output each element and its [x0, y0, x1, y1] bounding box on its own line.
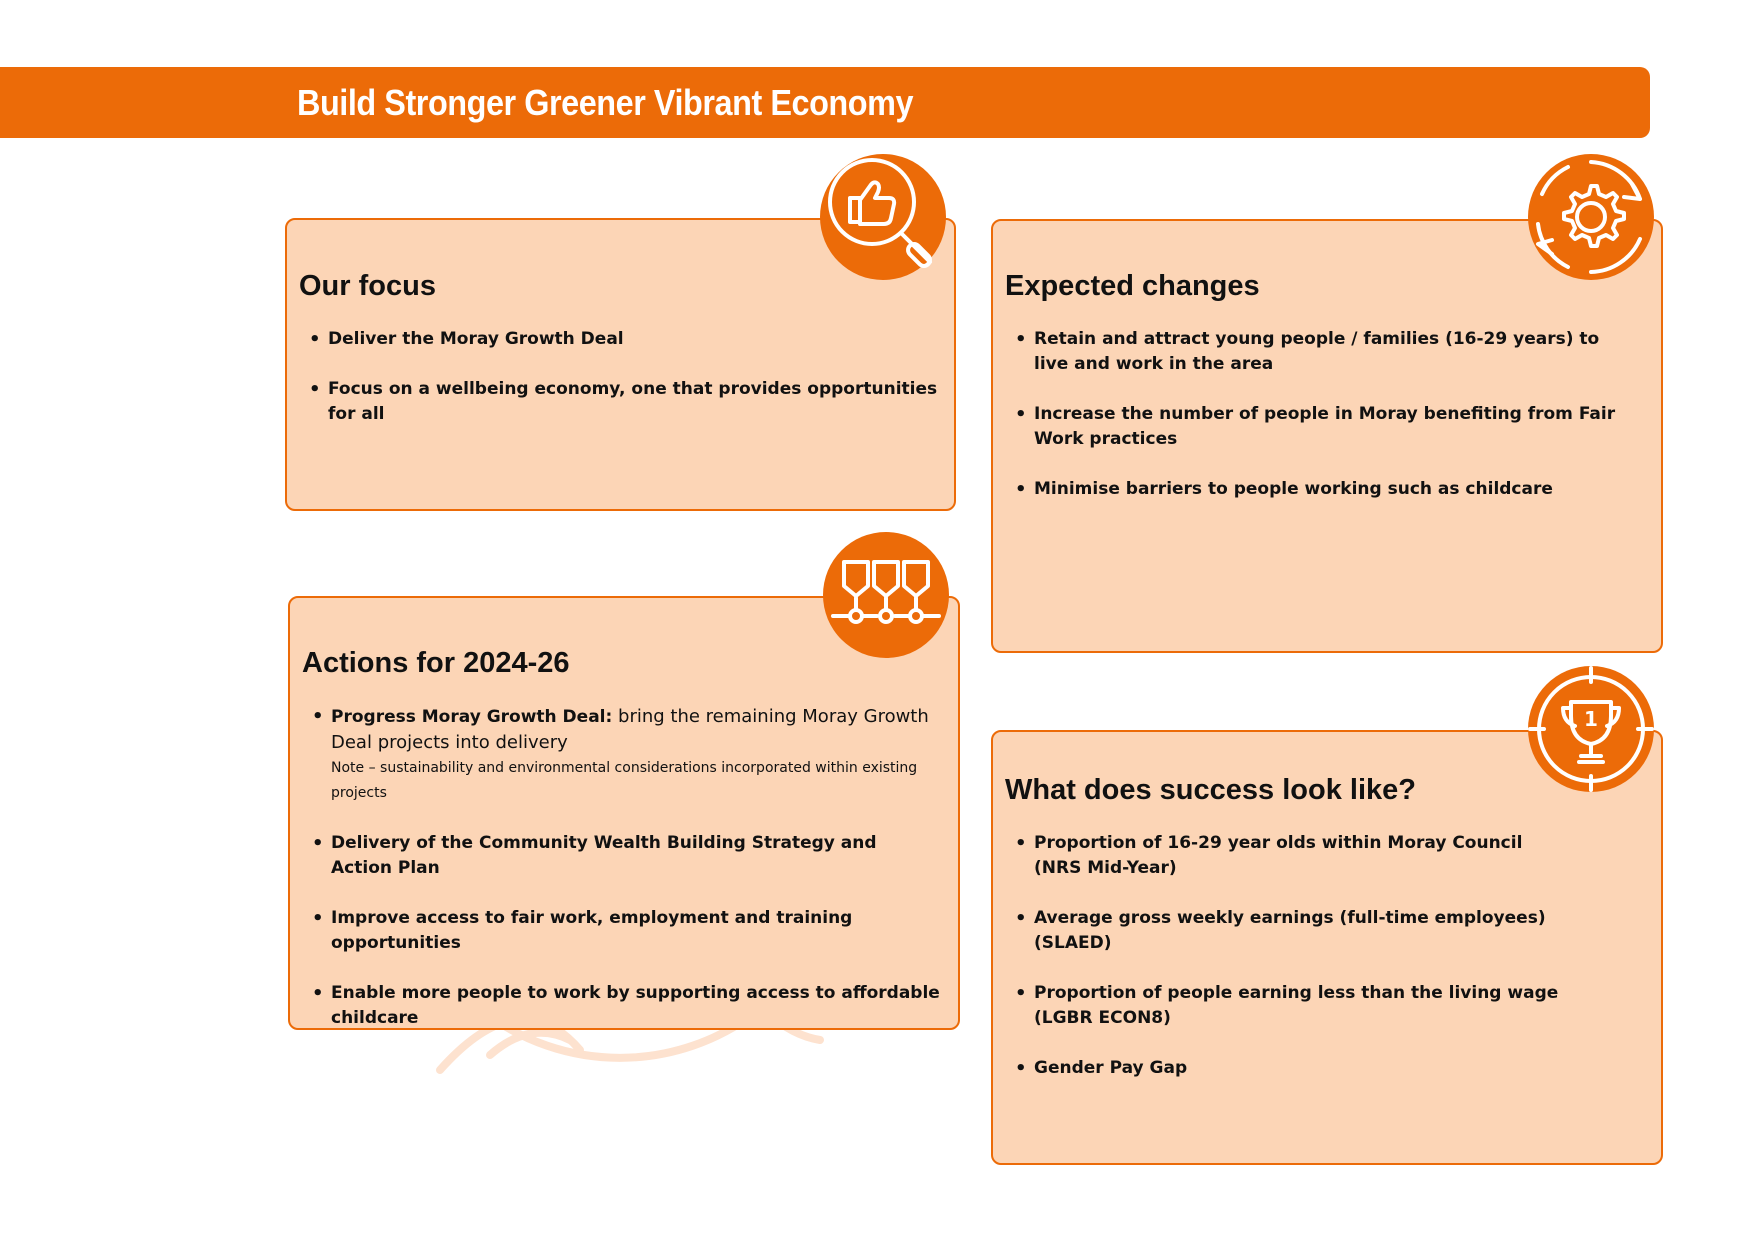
- indicator-name: Gender Pay Gap: [1034, 1058, 1188, 1078]
- gear-cycle-icon: [1528, 154, 1654, 280]
- list-item: Progress Moray Growth Deal: bring the re…: [302, 704, 942, 806]
- list-item: Enable more people to work by supporting…: [302, 981, 942, 1031]
- expected-changes-card: Expected changes Retain and attract youn…: [991, 219, 1663, 653]
- actions-card: Actions for 2024-26 Progress Moray Growt…: [288, 596, 960, 1030]
- list-item: Proportion of people earning less than t…: [1005, 981, 1635, 1031]
- list-item: Proportion of 16-29 year olds within Mor…: [1005, 831, 1635, 881]
- indicator-source: (LGBR ECON8): [1034, 1008, 1171, 1028]
- list-item: Average gross weekly earnings (full-time…: [1005, 906, 1635, 956]
- list-item: Deliver the Moray Growth Deal: [299, 327, 939, 352]
- trophy-number: 1: [1584, 707, 1598, 731]
- action-lead: Progress Moray Growth Deal:: [331, 707, 613, 727]
- our-focus-card: Our focus Deliver the Moray Growth Deal …: [285, 218, 956, 511]
- action-detail: bring the remaining Moray Growth Deal pr…: [331, 706, 929, 753]
- expected-changes-list: Retain and attract young people / famili…: [1005, 327, 1635, 527]
- expected-changes-heading: Expected changes: [1005, 270, 1260, 302]
- our-focus-heading: Our focus: [299, 270, 436, 302]
- actions-heading: Actions for 2024-26: [302, 647, 570, 679]
- page-banner: Build Stronger Greener Vibrant Economy: [0, 67, 1650, 138]
- list-item: Retain and attract young people / famili…: [1005, 327, 1635, 377]
- indicator-source: (NRS Mid-Year): [1034, 858, 1177, 878]
- page-title: Build Stronger Greener Vibrant Economy: [297, 82, 914, 123]
- list-item: Delivery of the Community Wealth Buildin…: [302, 831, 942, 881]
- thumbs-up-magnifier-icon: [820, 154, 946, 280]
- action-note: Note – sustainability and environmental …: [331, 760, 918, 801]
- list-item: Focus on a wellbeing economy, one that p…: [299, 377, 939, 427]
- trophy-target-icon: 1: [1528, 666, 1654, 792]
- milestone-badges-icon: [823, 532, 949, 658]
- list-item: Increase the number of people in Moray b…: [1005, 402, 1635, 452]
- our-focus-list: Deliver the Moray Growth Deal Focus on a…: [299, 327, 939, 452]
- list-item: Improve access to fair work, employment …: [302, 906, 942, 956]
- success-heading: What does success look like?: [1005, 774, 1416, 806]
- success-card: What does success look like? Proportion …: [991, 730, 1663, 1165]
- success-list: Proportion of 16-29 year olds within Mor…: [1005, 831, 1635, 1106]
- indicator-name: Proportion of 16-29 year olds within Mor…: [1034, 833, 1523, 853]
- indicator-source: (SLAED): [1034, 933, 1112, 953]
- list-item: Minimise barriers to people working such…: [1005, 477, 1635, 502]
- actions-list: Progress Moray Growth Deal: bring the re…: [302, 704, 942, 1056]
- list-item: Gender Pay Gap: [1005, 1056, 1635, 1081]
- indicator-name: Proportion of people earning less than t…: [1034, 983, 1559, 1003]
- indicator-name: Average gross weekly earnings (full-time…: [1034, 908, 1546, 928]
